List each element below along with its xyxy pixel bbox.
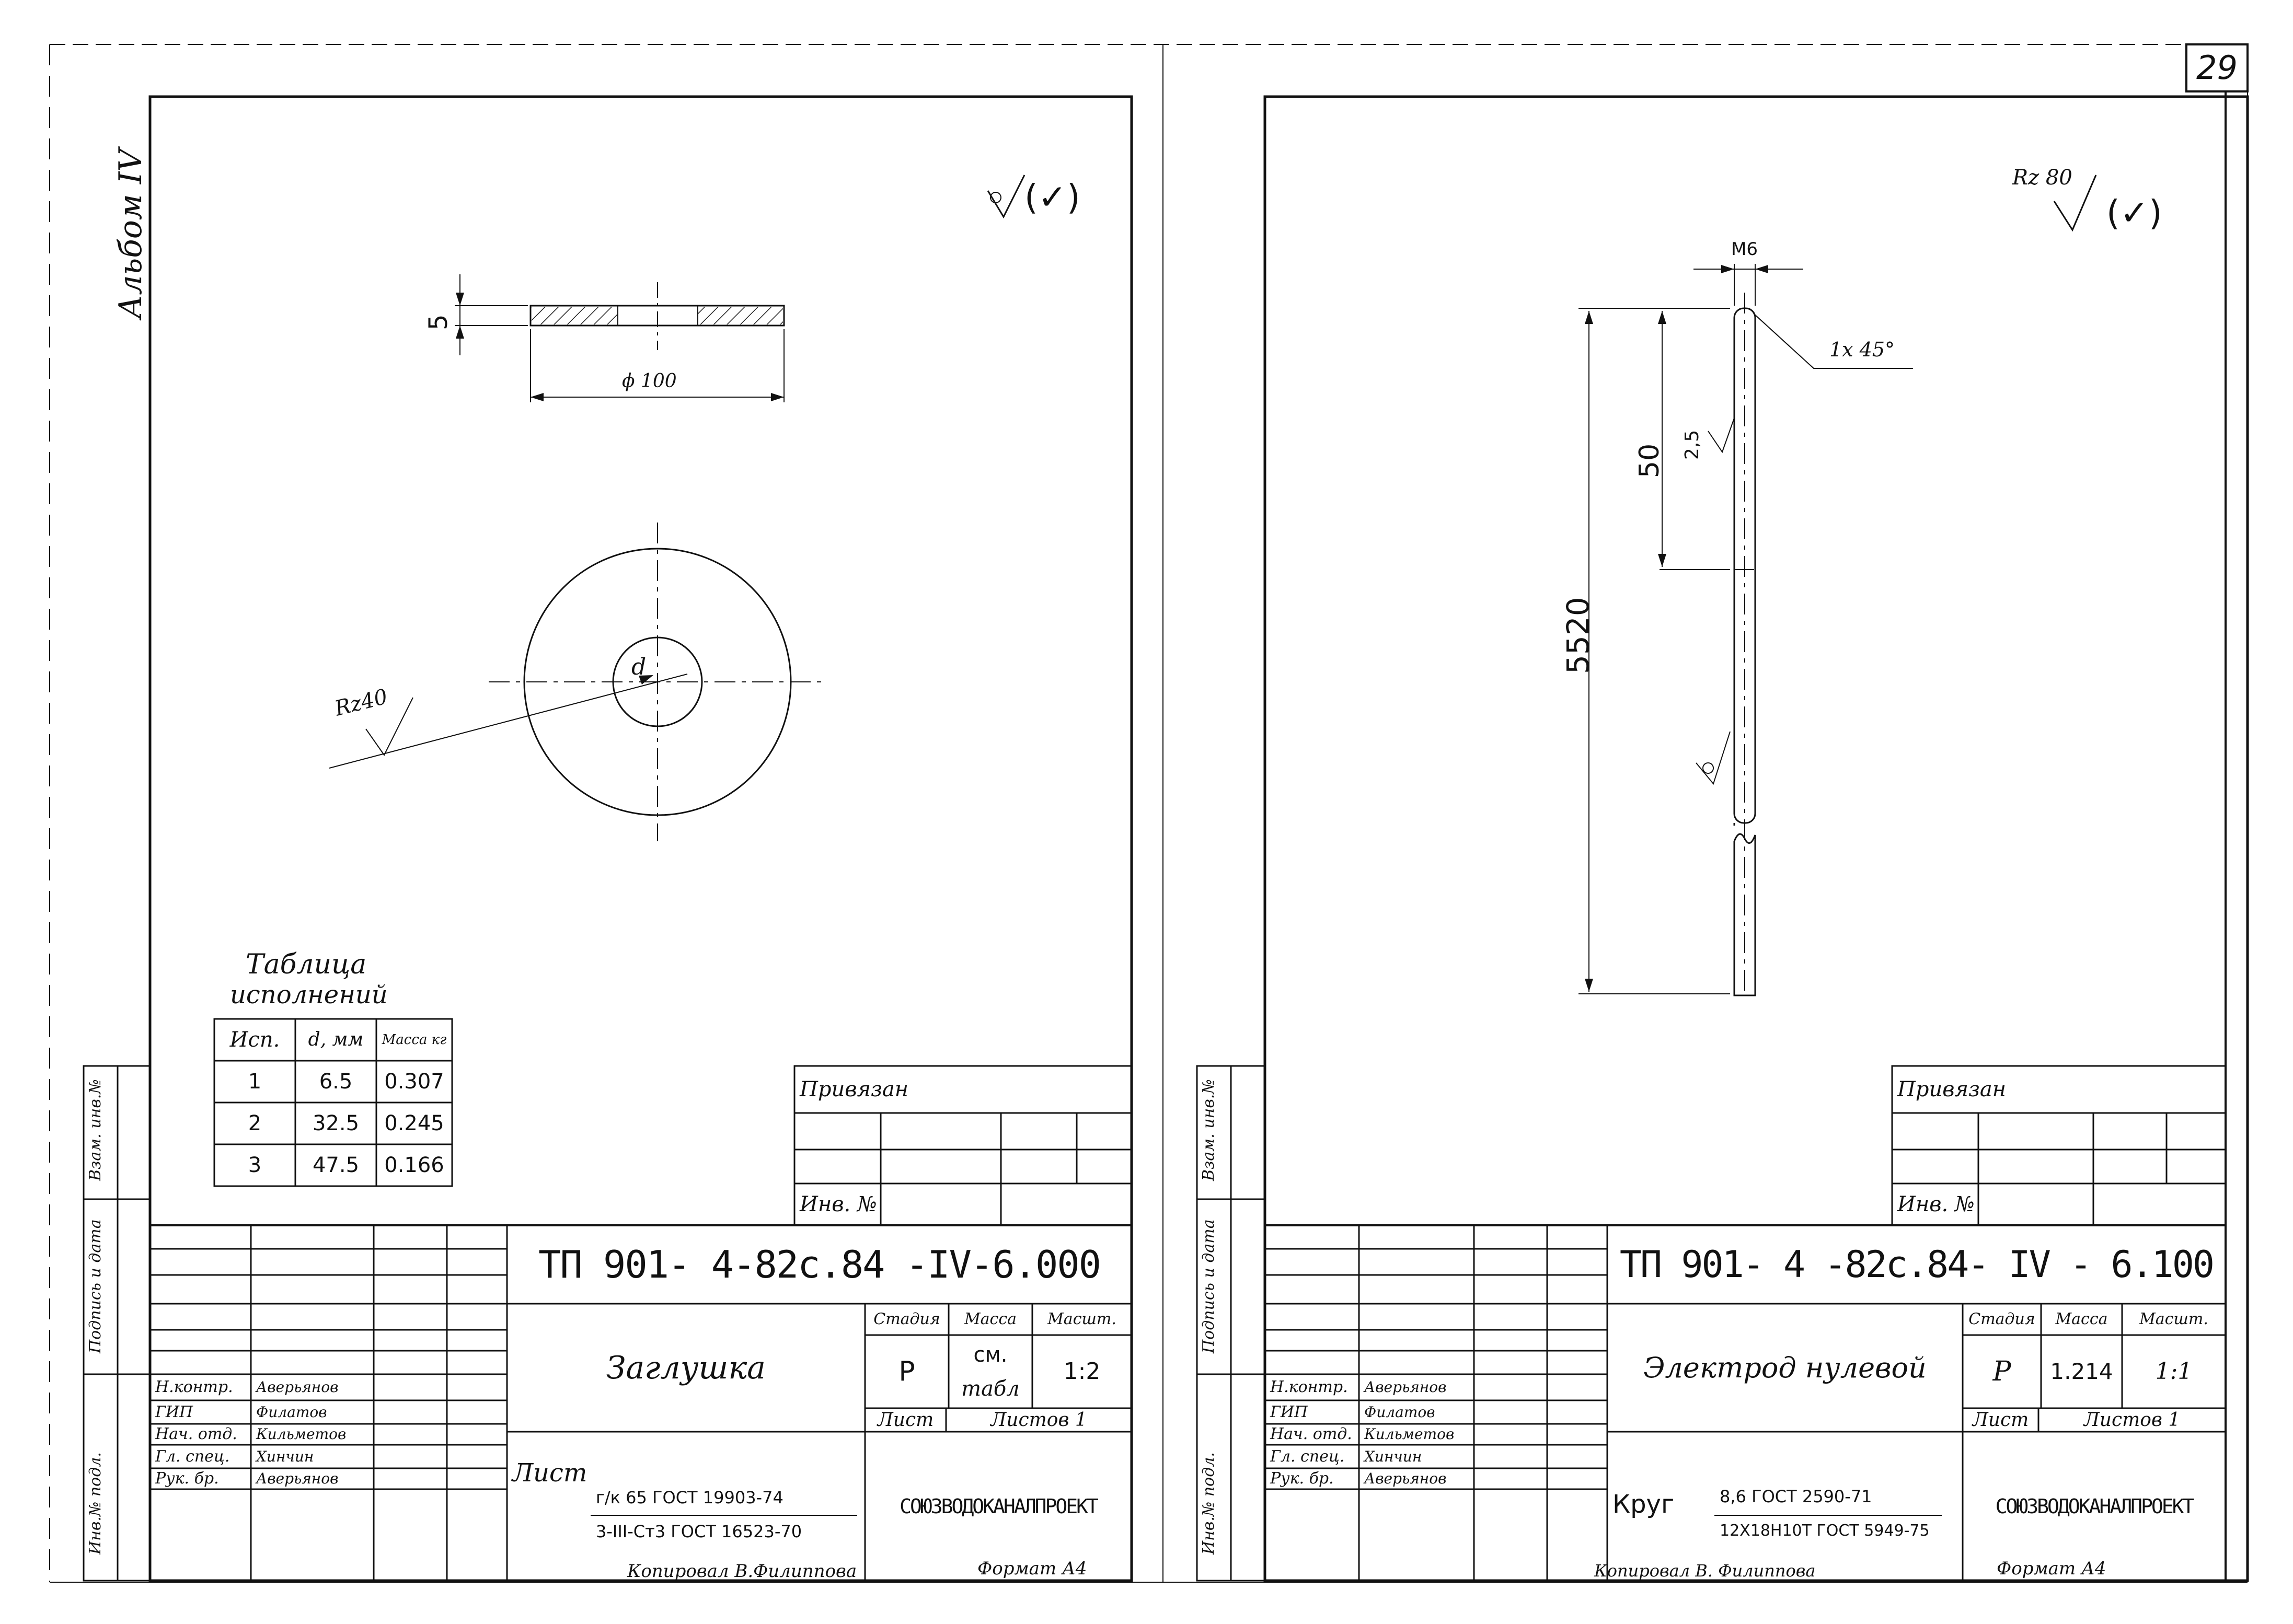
person-name: Хинчин	[1364, 1447, 1422, 1465]
person-name: Аверьянов	[256, 1378, 339, 1396]
material-label: Круг	[1612, 1490, 1675, 1519]
side-label-vzam: Взам. инв.№	[1200, 1079, 1218, 1181]
person-name: Кильметов	[256, 1425, 347, 1443]
sheets-count: Листов 1	[2083, 1409, 2181, 1431]
copied-by: Копировал В.Филиппова	[627, 1561, 857, 1582]
copied-by: Копировал В. Филиппова	[1594, 1561, 1816, 1581]
mass-header: Масса	[2055, 1310, 2108, 1328]
mass-value-line2: табл	[961, 1376, 1020, 1401]
material-top: г/к 65 ГОСТ 19903-74	[596, 1488, 783, 1507]
role-ruk-br: Рук. бр.	[1270, 1469, 1334, 1488]
mass-value-line1: см.	[973, 1342, 1008, 1367]
sheet-label: Лист	[877, 1409, 934, 1431]
dim-thread: M6	[1731, 239, 1758, 260]
col-header-d: d, мм	[308, 1029, 364, 1050]
part-name: Заглушка	[606, 1349, 766, 1386]
person-name: Аверьянов	[1364, 1378, 1447, 1396]
col-header-isp: Исп.	[229, 1028, 280, 1052]
table-cell: 3	[248, 1153, 262, 1177]
material-label: Лист	[512, 1458, 587, 1488]
mass-value: 1.214	[2050, 1359, 2113, 1384]
role-gl-spec: Гл. спец.	[1270, 1447, 1345, 1466]
dim-chamfer: 1x 45°	[1829, 338, 1895, 361]
material-top: 8,6 ГОСТ 2590-71	[1720, 1487, 1872, 1506]
scale-value: 1:2	[1063, 1358, 1101, 1385]
person-name: Филатов	[1364, 1403, 1435, 1421]
role-gl-spec: Гл. спец.	[155, 1447, 230, 1466]
side-label-vzam: Взам. инв.№	[86, 1079, 105, 1181]
dim-thickness: 5	[424, 314, 453, 330]
scale-header: Масшт.	[1047, 1310, 1116, 1328]
col-header-mass: Масса кг	[382, 1032, 447, 1048]
mass-header: Масса	[964, 1310, 1017, 1328]
roughness-general: (✓)	[2106, 193, 2162, 233]
side-label-signature: Подпись и дата	[1200, 1219, 1218, 1353]
inv-label: Инв. №	[800, 1192, 877, 1216]
dim-diameter: ϕ 100	[622, 370, 677, 392]
table-cell: 0.307	[384, 1070, 444, 1094]
part-name: Электрод нулевой	[1643, 1351, 1927, 1384]
role-gip: ГИП	[1270, 1402, 1308, 1421]
page-number: 29	[2196, 49, 2238, 87]
material-bottom: 3-III-Ст3 ГОСТ 16523-70	[596, 1522, 802, 1541]
scale-value: 1:1	[2155, 1358, 2193, 1385]
role-nach-otd: Нач. отд.	[155, 1425, 237, 1443]
table-title: Таблица	[246, 949, 367, 980]
table-cell: 0.245	[384, 1111, 444, 1135]
org-name: СОЮЗВОДОКАНАЛПРОЕКТ	[900, 1494, 1099, 1518]
person-name: Аверьянов	[1364, 1470, 1447, 1487]
drawing-code: ТП 901- 4 -82с.84- IV - 6.100	[1619, 1243, 2215, 1286]
role-n-kontr: Н.контр.	[155, 1378, 233, 1396]
roughness-rz: Rz 80	[2012, 166, 2072, 190]
role-gip: ГИП	[155, 1402, 193, 1421]
stage-value: Р	[1992, 1356, 2011, 1387]
table-title-2: исполнений	[230, 980, 388, 1010]
role-ruk-br: Рук. бр.	[155, 1469, 219, 1488]
stage-header: Стадия	[873, 1310, 940, 1328]
role-n-kontr: Н.контр.	[1270, 1378, 1348, 1396]
roughness-general: (✓)	[1024, 177, 1080, 217]
table-cell: 1	[248, 1070, 262, 1094]
scale-header: Масшт.	[2139, 1310, 2208, 1328]
inv-label: Инв. №	[1897, 1192, 1975, 1216]
sheet-label: Лист	[1972, 1409, 2029, 1431]
format-label: Формат А4	[977, 1558, 1087, 1579]
person-name: Кильметов	[1364, 1425, 1455, 1443]
stage-header: Стадия	[1968, 1310, 2035, 1328]
org-name: СОЮЗВОДОКАНАЛПРОЕКТ	[1995, 1494, 2195, 1518]
person-name: Аверьянов	[256, 1470, 339, 1487]
table-cell: 32.5	[312, 1111, 360, 1135]
stage-value: Р	[898, 1356, 915, 1387]
side-label-inv-podl: Инв.№ подл.	[86, 1452, 105, 1555]
format-label: Формат А4	[1997, 1558, 2106, 1579]
person-name: Филатов	[256, 1403, 327, 1421]
sheets-count: Листов 1	[990, 1409, 1087, 1431]
table-cell: 0.166	[384, 1153, 444, 1177]
role-nach-otd: Нач. отд.	[1270, 1425, 1352, 1443]
privyazan-label: Привязан	[800, 1077, 909, 1101]
side-label-inv-podl: Инв.№ подл.	[1200, 1452, 1218, 1555]
table-cell: 6.5	[319, 1070, 353, 1094]
material-bottom: 12Х18Н10Т ГОСТ 5949-75	[1720, 1522, 1930, 1540]
drawing-code: ТП 901- 4-82с.84 -IV-6.000	[538, 1243, 1101, 1286]
rough-local: 2,5	[1681, 430, 1703, 460]
side-label-signature: Подпись и дата	[86, 1219, 105, 1353]
table-cell: 47.5	[312, 1153, 360, 1177]
privyazan-label: Привязан	[1897, 1077, 2007, 1101]
table-cell: 2	[248, 1111, 262, 1135]
person-name: Хинчин	[256, 1447, 314, 1465]
album-label: Альбом IV	[112, 149, 149, 319]
dim-total-length: 5520	[1560, 597, 1596, 674]
dim-hole: d	[631, 654, 647, 680]
dim-thread-length: 50	[1634, 443, 1665, 478]
